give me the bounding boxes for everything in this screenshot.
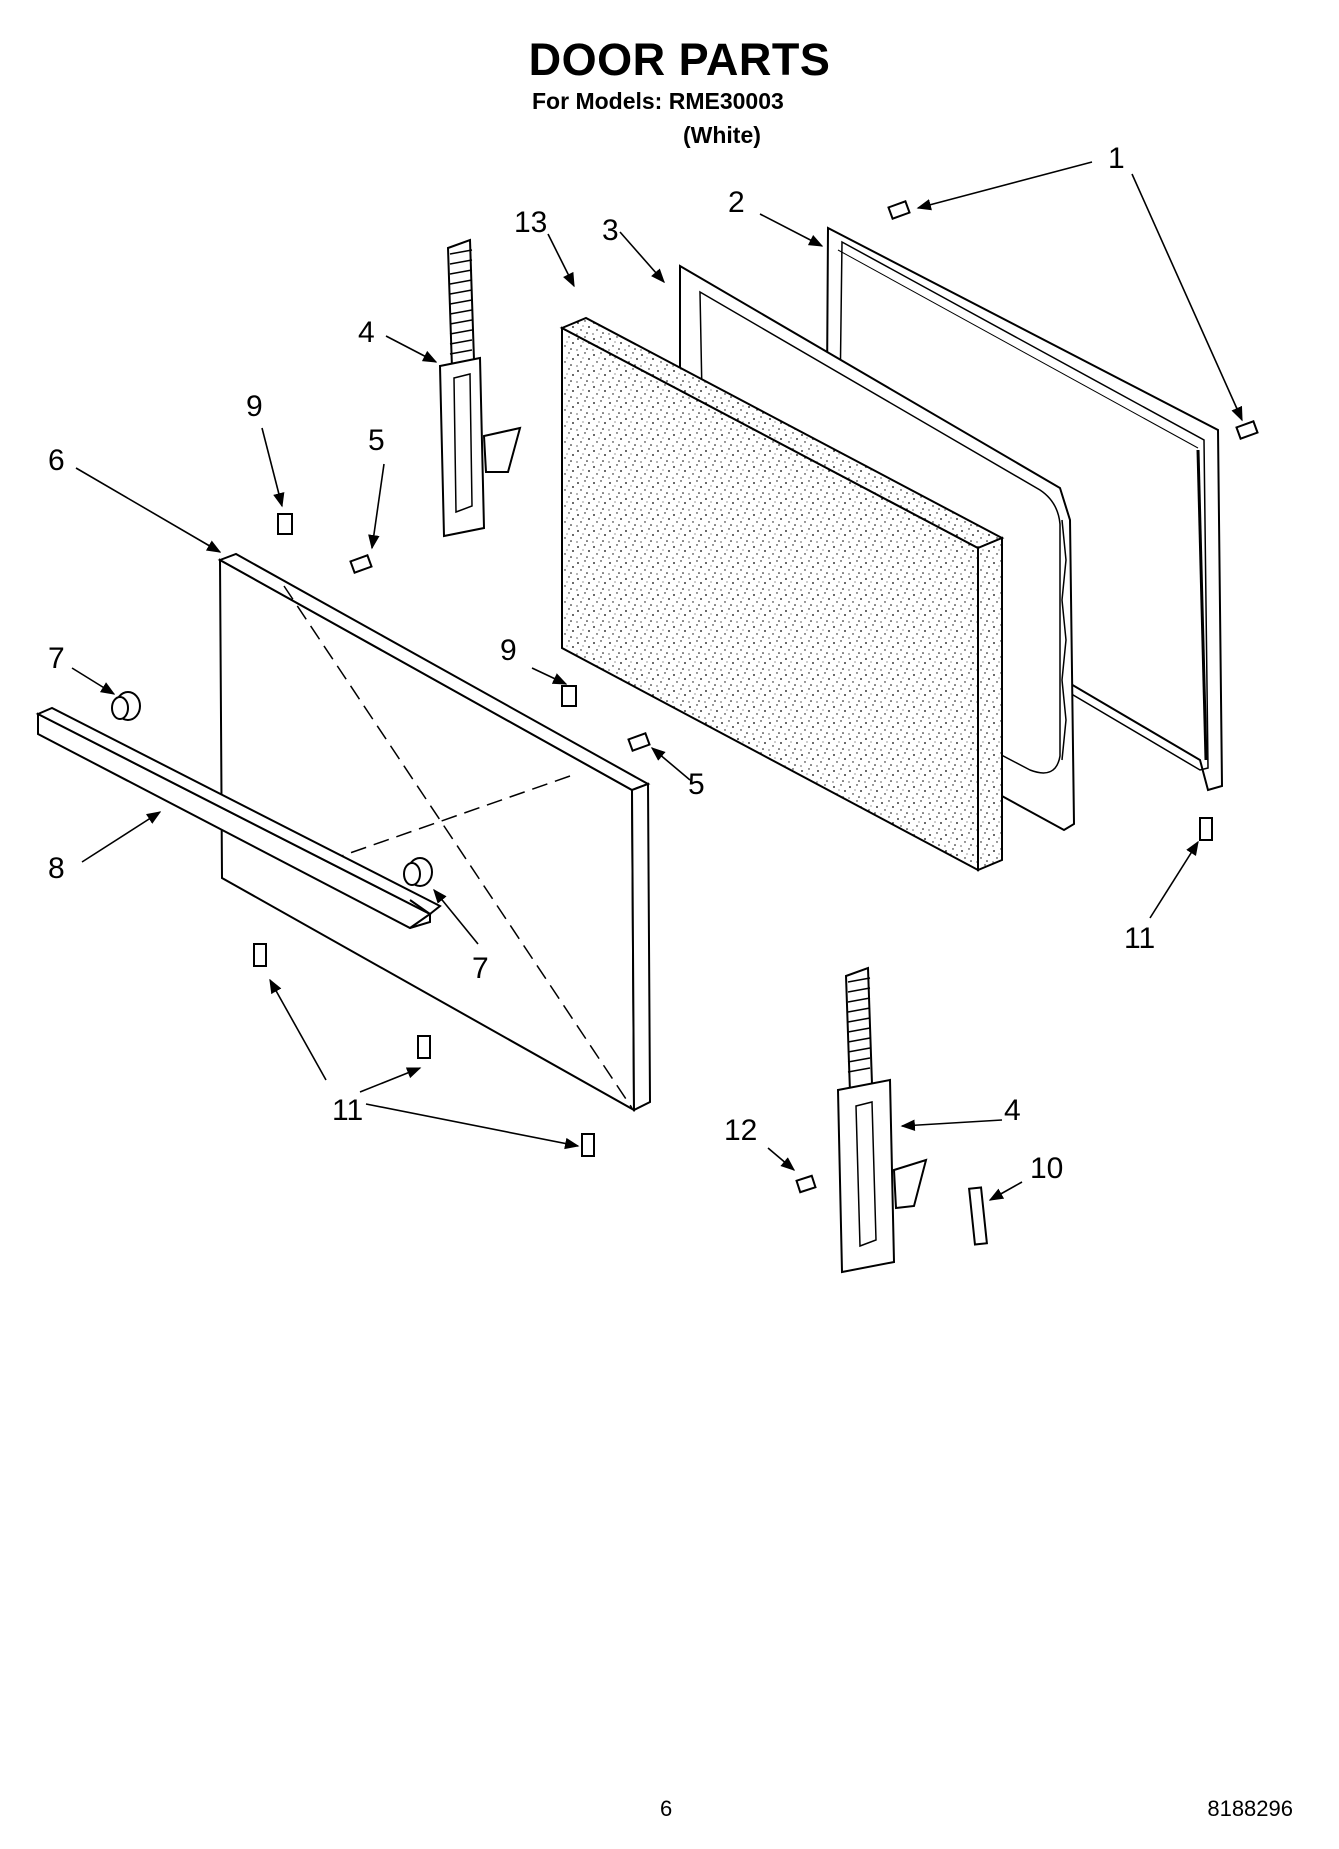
callout-2: 2 — [728, 186, 745, 219]
hinge-clip — [968, 1186, 988, 1246]
callout-7a: 7 — [48, 642, 65, 675]
door-bumpers — [111, 691, 433, 887]
callout-10: 10 — [1030, 1152, 1063, 1185]
page-title: DOOR PARTS — [528, 34, 831, 85]
door-handle-trim — [35, 706, 442, 930]
insulation-block — [559, 316, 1005, 872]
door-glass-panel — [217, 552, 652, 1112]
page-number: 6 — [660, 1796, 673, 1821]
screws — [253, 200, 1259, 1194]
callout-1a: 1 — [1108, 142, 1125, 175]
leader-lines — [71, 161, 1243, 1201]
callout-7b: 7 — [472, 952, 489, 985]
callout-6: 6 — [48, 444, 65, 477]
variant-label: (White) — [683, 122, 761, 148]
callout-5b: 5 — [688, 768, 705, 801]
callout-5a: 5 — [368, 424, 385, 457]
models-line: For Models: RME30003 — [532, 88, 784, 114]
hinge-upper — [438, 238, 522, 538]
callout-11a: 11 — [332, 1094, 363, 1127]
callout-11b: 11 — [1124, 922, 1155, 955]
callout-9b: 9 — [500, 634, 517, 667]
callout-4a: 4 — [358, 316, 375, 349]
document-number: 8188296 — [1207, 1796, 1293, 1821]
callout-4b: 4 — [1004, 1094, 1021, 1127]
callout-12: 12 — [724, 1114, 757, 1147]
callout-labels: 1 1 2 3 13 4 4 9 9 5 5 6 7 7 8 11 11 11 … — [48, 142, 1155, 1185]
hinge-lower — [836, 966, 928, 1274]
callout-9a: 9 — [246, 390, 263, 423]
callout-3: 3 — [602, 214, 619, 247]
callout-13: 13 — [514, 206, 547, 239]
callout-8: 8 — [48, 852, 65, 885]
